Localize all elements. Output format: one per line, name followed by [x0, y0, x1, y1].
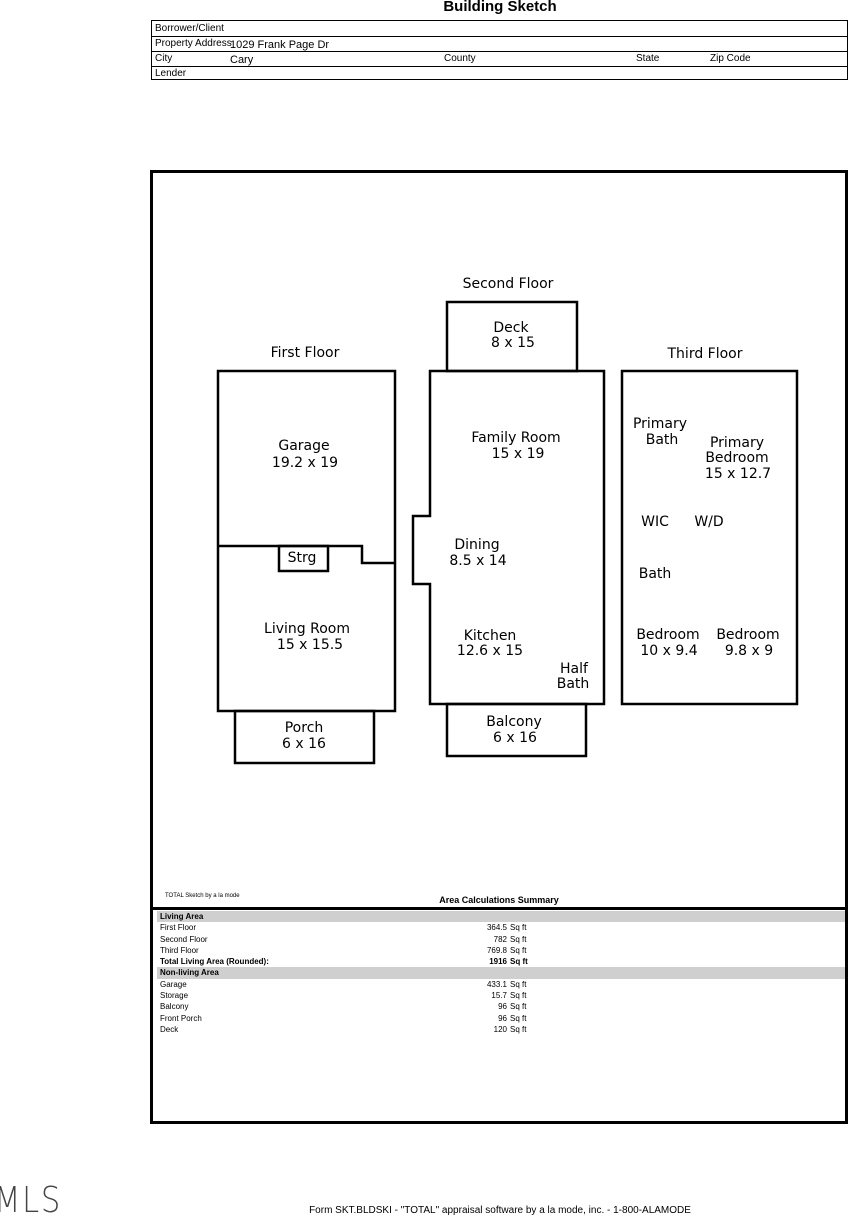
form-footer: Form SKT.BLDSKI - "TOTAL" appraisal soft… [309, 1205, 691, 1216]
living-room-label: Living Room [264, 621, 350, 637]
first-floor-label: First Floor [271, 345, 340, 361]
summary-title: Area Calculations Summary [439, 895, 559, 905]
zip-label: Zip Code [710, 53, 751, 64]
balcony-outline [445, 702, 588, 758]
lender-row: Lender [152, 66, 847, 81]
address-value: 1029 Frank Page Dr [230, 39, 330, 51]
bedroom2-label: Bedroom [716, 627, 779, 643]
bedroom1-label: Bedroom [636, 627, 699, 643]
borrower-label: Borrower/Client [155, 23, 224, 34]
mls-logo: MLS [0, 1180, 62, 1221]
deck-label: Deck [493, 320, 529, 336]
porch-dim: 6 x 16 [282, 736, 326, 752]
area-row-first-floor: First Floor 364.5 Sq ft [160, 923, 527, 933]
wic-label: WIC [641, 514, 669, 530]
bedroom1-dim: 10 x 9.4 [640, 643, 697, 659]
area-row-total: Total Living Area (Rounded): 1916 Sq ft [160, 957, 528, 967]
half-bath-label-2: Bath [557, 676, 590, 692]
primary-bedroom-label-1: Primary [710, 435, 764, 451]
kitchen-dim: 12.6 x 15 [457, 643, 523, 659]
second-floor-label: Second Floor [463, 276, 554, 292]
area-row-garage: Garage 433.1 Sq ft [160, 979, 527, 989]
nonliving-area-header: Non-living Area [157, 967, 845, 979]
third-floor-label: Third Floor [667, 346, 743, 362]
area-row-second-floor: Second Floor 782 Sq ft [160, 934, 527, 944]
city-value: Cary [230, 54, 254, 66]
area-row-balcony: Balcony 96 Sq ft [160, 1002, 527, 1012]
address-label: Property Address [155, 38, 232, 49]
area-row-deck: Deck 120 Sq ft [160, 1024, 527, 1034]
summary-divider [153, 907, 845, 910]
second-floor-outline [411, 369, 606, 706]
bedroom2-dim: 9.8 x 9 [725, 643, 773, 659]
city-label: City [155, 53, 173, 64]
property-info-table: Borrower/Client Property Address 1029 Fr… [151, 20, 848, 80]
kitchen-label: Kitchen [464, 628, 517, 644]
county-label: County [444, 53, 476, 64]
living-room-dim: 15 x 15.5 [277, 637, 343, 653]
floor-plan-sketch: First Floor Second Floor Third Floor Gar… [216, 276, 799, 765]
area-row-storage: Storage 15.7 Sq ft [160, 991, 527, 1001]
area-summary-table: Living Area First Floor 364.5 Sq ft Seco… [157, 911, 845, 1035]
sketch-credit: TOTAL Sketch by a la mode [165, 893, 240, 899]
dining-dim: 8.5 x 14 [449, 553, 506, 569]
living-area-header: Living Area [157, 911, 845, 923]
address-row: Property Address 1029 Frank Page Dr [152, 36, 847, 52]
bath-label: Bath [639, 566, 672, 582]
third-floor-outline [620, 369, 799, 706]
primary-bath-label-1: Primary [633, 416, 687, 432]
first-floor-outline [216, 369, 397, 713]
primary-bath-label-2: Bath [646, 432, 679, 448]
family-room-dim: 15 x 19 [492, 446, 545, 462]
city-row: City Cary County State Zip Code [152, 51, 847, 67]
garage-dim: 19.2 x 19 [272, 455, 338, 471]
primary-bedroom-label-2: Bedroom [705, 450, 768, 466]
storage-outline [277, 544, 330, 573]
page-title: Building Sketch [443, 0, 557, 15]
family-room-label: Family Room [471, 430, 560, 446]
half-bath-label-1: Half [560, 661, 589, 677]
area-row-third-floor: Third Floor 769.8 Sq ft [160, 945, 527, 955]
garage-label: Garage [278, 438, 329, 454]
borrower-row: Borrower/Client [152, 21, 847, 37]
balcony-label: Balcony [486, 714, 542, 730]
porch-outline [233, 709, 376, 765]
storage-label: Strg [288, 550, 317, 566]
deck-dim: 8 x 15 [491, 335, 535, 351]
dining-label: Dining [454, 537, 499, 553]
porch-label: Porch [285, 720, 324, 736]
area-row-front-porch: Front Porch 96 Sq ft [160, 1013, 527, 1023]
state-label: State [636, 53, 660, 64]
sketch-frame: First Floor Second Floor Third Floor Gar… [150, 170, 848, 1124]
primary-bedroom-dim: 15 x 12.7 [705, 466, 771, 482]
lender-label: Lender [155, 68, 187, 79]
wd-label: W/D [694, 514, 723, 530]
balcony-dim: 6 x 16 [493, 730, 537, 746]
